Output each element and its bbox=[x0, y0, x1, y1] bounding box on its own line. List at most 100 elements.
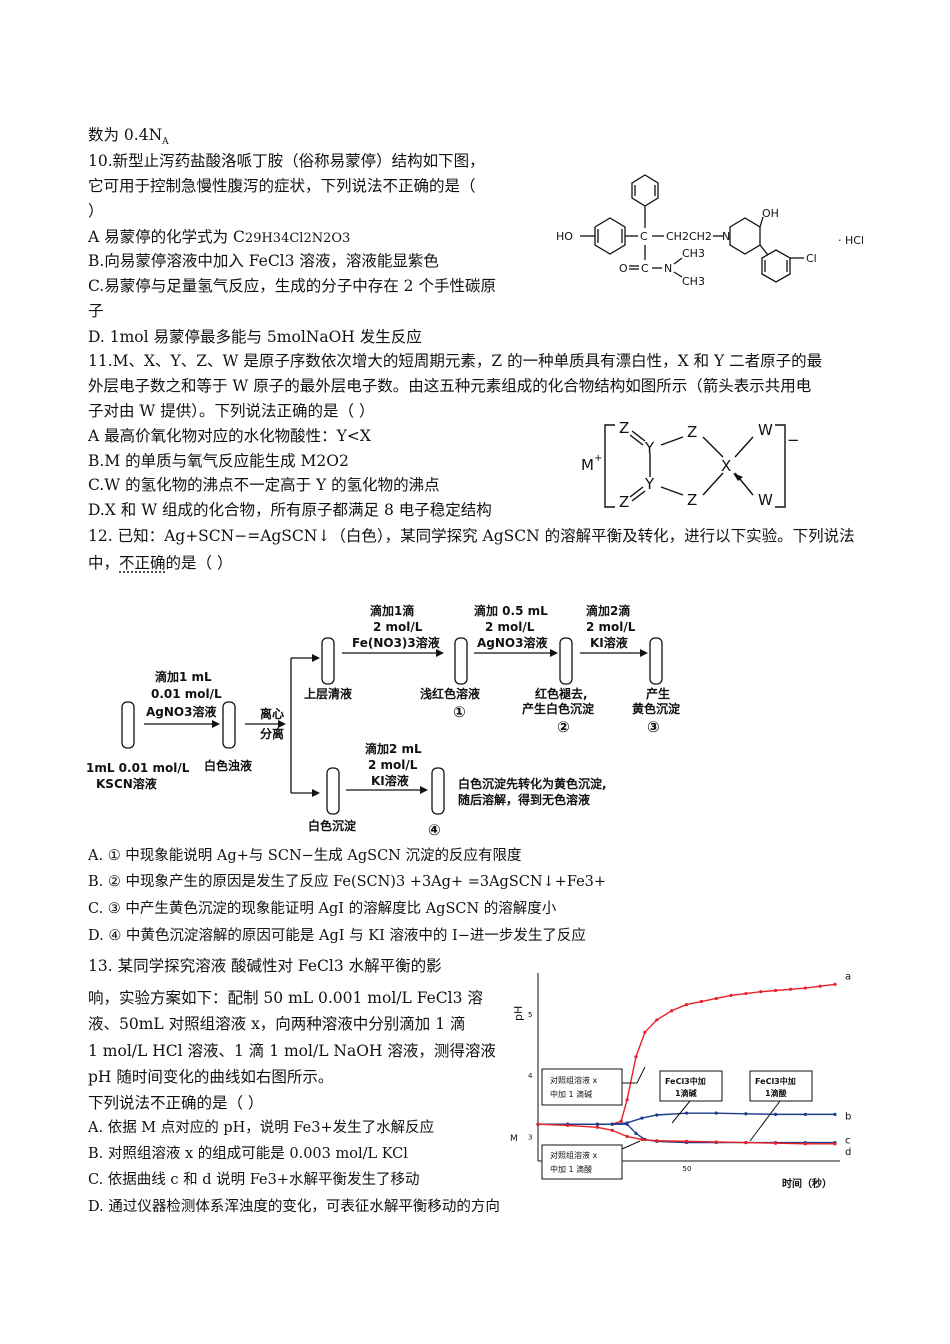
a1-3: AgNO3溶液 bbox=[146, 704, 216, 719]
a5-1: 滴加2 mL bbox=[365, 741, 422, 756]
struct-n: N bbox=[722, 230, 730, 243]
series-label-c: c bbox=[845, 1136, 851, 1147]
tube-white-suspension bbox=[222, 701, 236, 749]
arrow-head-icon bbox=[733, 473, 743, 481]
struct-m: M bbox=[581, 456, 594, 474]
series-point-a bbox=[634, 1055, 638, 1059]
q12-stem-2: 中，不正确的是（ ） bbox=[88, 552, 232, 574]
series-point-c bbox=[625, 1122, 629, 1126]
a2-3: Fe(NO3)3溶液 bbox=[352, 635, 440, 650]
chart-ylabel: pH bbox=[512, 1006, 525, 1021]
struct-chain: CH2CH2 bbox=[666, 230, 712, 243]
series-point-d bbox=[774, 1141, 778, 1145]
series-point-b bbox=[655, 1113, 659, 1117]
a2-2: 2 mol/L bbox=[373, 620, 423, 634]
struct-ho: HO bbox=[556, 230, 573, 243]
a2-1: 滴加1滴 bbox=[370, 603, 414, 618]
q12-emphasis: 不正确 bbox=[119, 554, 166, 572]
q10-option-c-1: C.易蒙停与足量氢气反应，生成的分子中存在 2 个手性碳原 bbox=[88, 277, 496, 295]
tube-white-precipitate bbox=[326, 767, 340, 815]
series-point-a bbox=[625, 1098, 629, 1102]
box1-1: 对照组溶液 x bbox=[550, 1075, 598, 1085]
series-point-a bbox=[788, 987, 793, 991]
struct-n2: N bbox=[664, 262, 672, 275]
centrifuge-1: 离心 bbox=[260, 706, 284, 721]
r3-label-2: 黄色沉淀 bbox=[632, 701, 681, 716]
q13-stem-1: 13. 某同学探究溶液 酸碱性对 FeCl3 水解平衡的影 bbox=[88, 957, 442, 975]
box3-1: FeCl3中加 bbox=[755, 1076, 796, 1086]
q10-stem-3: ） bbox=[88, 202, 104, 220]
series-point-c bbox=[634, 1131, 638, 1135]
a5-3: KI溶液 bbox=[371, 773, 409, 788]
lower-label: 白色沉淀 bbox=[308, 818, 357, 833]
struct-hcl: · HCl bbox=[838, 234, 864, 247]
tube-kscn bbox=[121, 701, 135, 749]
x-tick-label: 50 bbox=[683, 1165, 692, 1173]
series-point-a bbox=[803, 986, 807, 990]
tube-result-3 bbox=[649, 637, 663, 685]
series-point-b bbox=[714, 1111, 718, 1115]
struct-oh: OH bbox=[762, 207, 779, 220]
series-point-a bbox=[670, 1009, 674, 1013]
centrifuge-2: 分离 bbox=[260, 726, 284, 741]
series-point-a bbox=[759, 990, 763, 994]
r3-num: ③ bbox=[647, 718, 660, 736]
series-point-b bbox=[684, 1111, 689, 1115]
series-point-d bbox=[566, 1123, 570, 1128]
series-point-b bbox=[640, 1116, 644, 1120]
q11-option-b: B.M 的单质与氧气反应能生成 M2O2 bbox=[88, 452, 349, 470]
series-point-c bbox=[595, 1122, 599, 1126]
q9-tail: 数为 0.4NA bbox=[88, 124, 169, 153]
annotation-arrows bbox=[621, 1066, 781, 1150]
series-line-b bbox=[538, 1112, 835, 1125]
series-point-d bbox=[595, 1125, 599, 1129]
q10-option-b: B.向易蒙停溶液中加入 FeCl3 溶液，溶液能显紫色 bbox=[88, 252, 439, 270]
box3-2: 1滴酸 bbox=[765, 1088, 788, 1098]
series-point-d bbox=[684, 1139, 689, 1143]
struct-z4: Z bbox=[687, 491, 697, 509]
box2-1: FeCl3中加 bbox=[665, 1076, 706, 1086]
series-point-a bbox=[684, 1003, 689, 1007]
loperamide-structure: HO C CH2CH2 N OH O C N CH3 CH3 Cl · HCl bbox=[556, 174, 864, 288]
series-point-d bbox=[744, 1141, 748, 1145]
box4-1: 对照组溶液 x bbox=[550, 1150, 598, 1160]
q12-option-b: B. ② 中现象产生的原因是发生了反应 Fe(SCN)3 +3Ag+ =3AgS… bbox=[88, 874, 607, 890]
a3-2: 2 mol/L bbox=[485, 620, 535, 634]
tube-upper-clear bbox=[321, 637, 335, 685]
q11-stem-2: 外层电子数之和等于 W 原子的最外层电子数。由这五种元素组成的化合物结构如图所示… bbox=[88, 377, 812, 395]
q10-stem-1: 10.新型止泻药盐酸洛哌丁胺（俗称易蒙停）结构如下图， bbox=[88, 152, 485, 170]
q12-option-a: A. ① 中现象能说明 Ag+与 SCN−生成 AgSCN 沉淀的反应有限度 bbox=[88, 848, 522, 864]
series-point-a bbox=[729, 993, 733, 997]
q13-stem-2: 响，实验方案如下：配制 50 mL 0.001 mol/L FeCl3 溶 bbox=[88, 989, 483, 1007]
struct-w1: W bbox=[758, 421, 773, 439]
r1-num: ① bbox=[453, 703, 466, 721]
struct-z2: Z bbox=[687, 423, 697, 441]
q10-stem-2: 它可用于控制急慢性腹泻的症状，下列说法不正确的是（ bbox=[88, 177, 476, 195]
struct-ch3a: CH3 bbox=[682, 247, 705, 260]
series-label-a: a bbox=[845, 971, 851, 982]
series-point-a bbox=[655, 1018, 659, 1022]
q9-tail-sub: A bbox=[162, 137, 169, 148]
q11-structure: M + Z Y Z W X Z Y Z W − bbox=[581, 419, 800, 511]
r1-label: 浅红色溶液 bbox=[420, 686, 480, 701]
struct-plus: + bbox=[594, 453, 602, 464]
series-point-d bbox=[655, 1139, 659, 1143]
series-point-b bbox=[833, 1112, 837, 1116]
series-point-a bbox=[744, 991, 748, 996]
series-point-b bbox=[774, 1112, 778, 1116]
series-point-a bbox=[714, 996, 718, 1001]
series-point-d bbox=[625, 1134, 629, 1139]
q12-option-d: D. ④ 中黄色沉淀溶解的原因可能是 AgI 与 KI 溶液中的 I−进一步发生… bbox=[88, 928, 586, 944]
q11-option-d: D.X 和 W 组成的化合物，所有原子都满足 8 电子稳定结构 bbox=[88, 501, 492, 519]
q12-stem-1: 12. 已知：Ag+SCN−=AgSCN↓（白色），某同学探究 AgSCN 的溶… bbox=[88, 527, 855, 545]
series-point-a bbox=[619, 1119, 623, 1123]
a4-2: 2 mol/L bbox=[586, 620, 636, 634]
r4-label-2: 随后溶解，得到无色溶液 bbox=[458, 792, 590, 807]
a4-1: 滴加2滴 bbox=[586, 603, 630, 618]
annotations: 对照组溶液 x 中加 1 滴碱 FeCl3中加 1滴碱 FeCl3中加 1滴酸 … bbox=[541, 1068, 813, 1180]
box4-2: 中加 1 滴酸 bbox=[550, 1164, 592, 1174]
